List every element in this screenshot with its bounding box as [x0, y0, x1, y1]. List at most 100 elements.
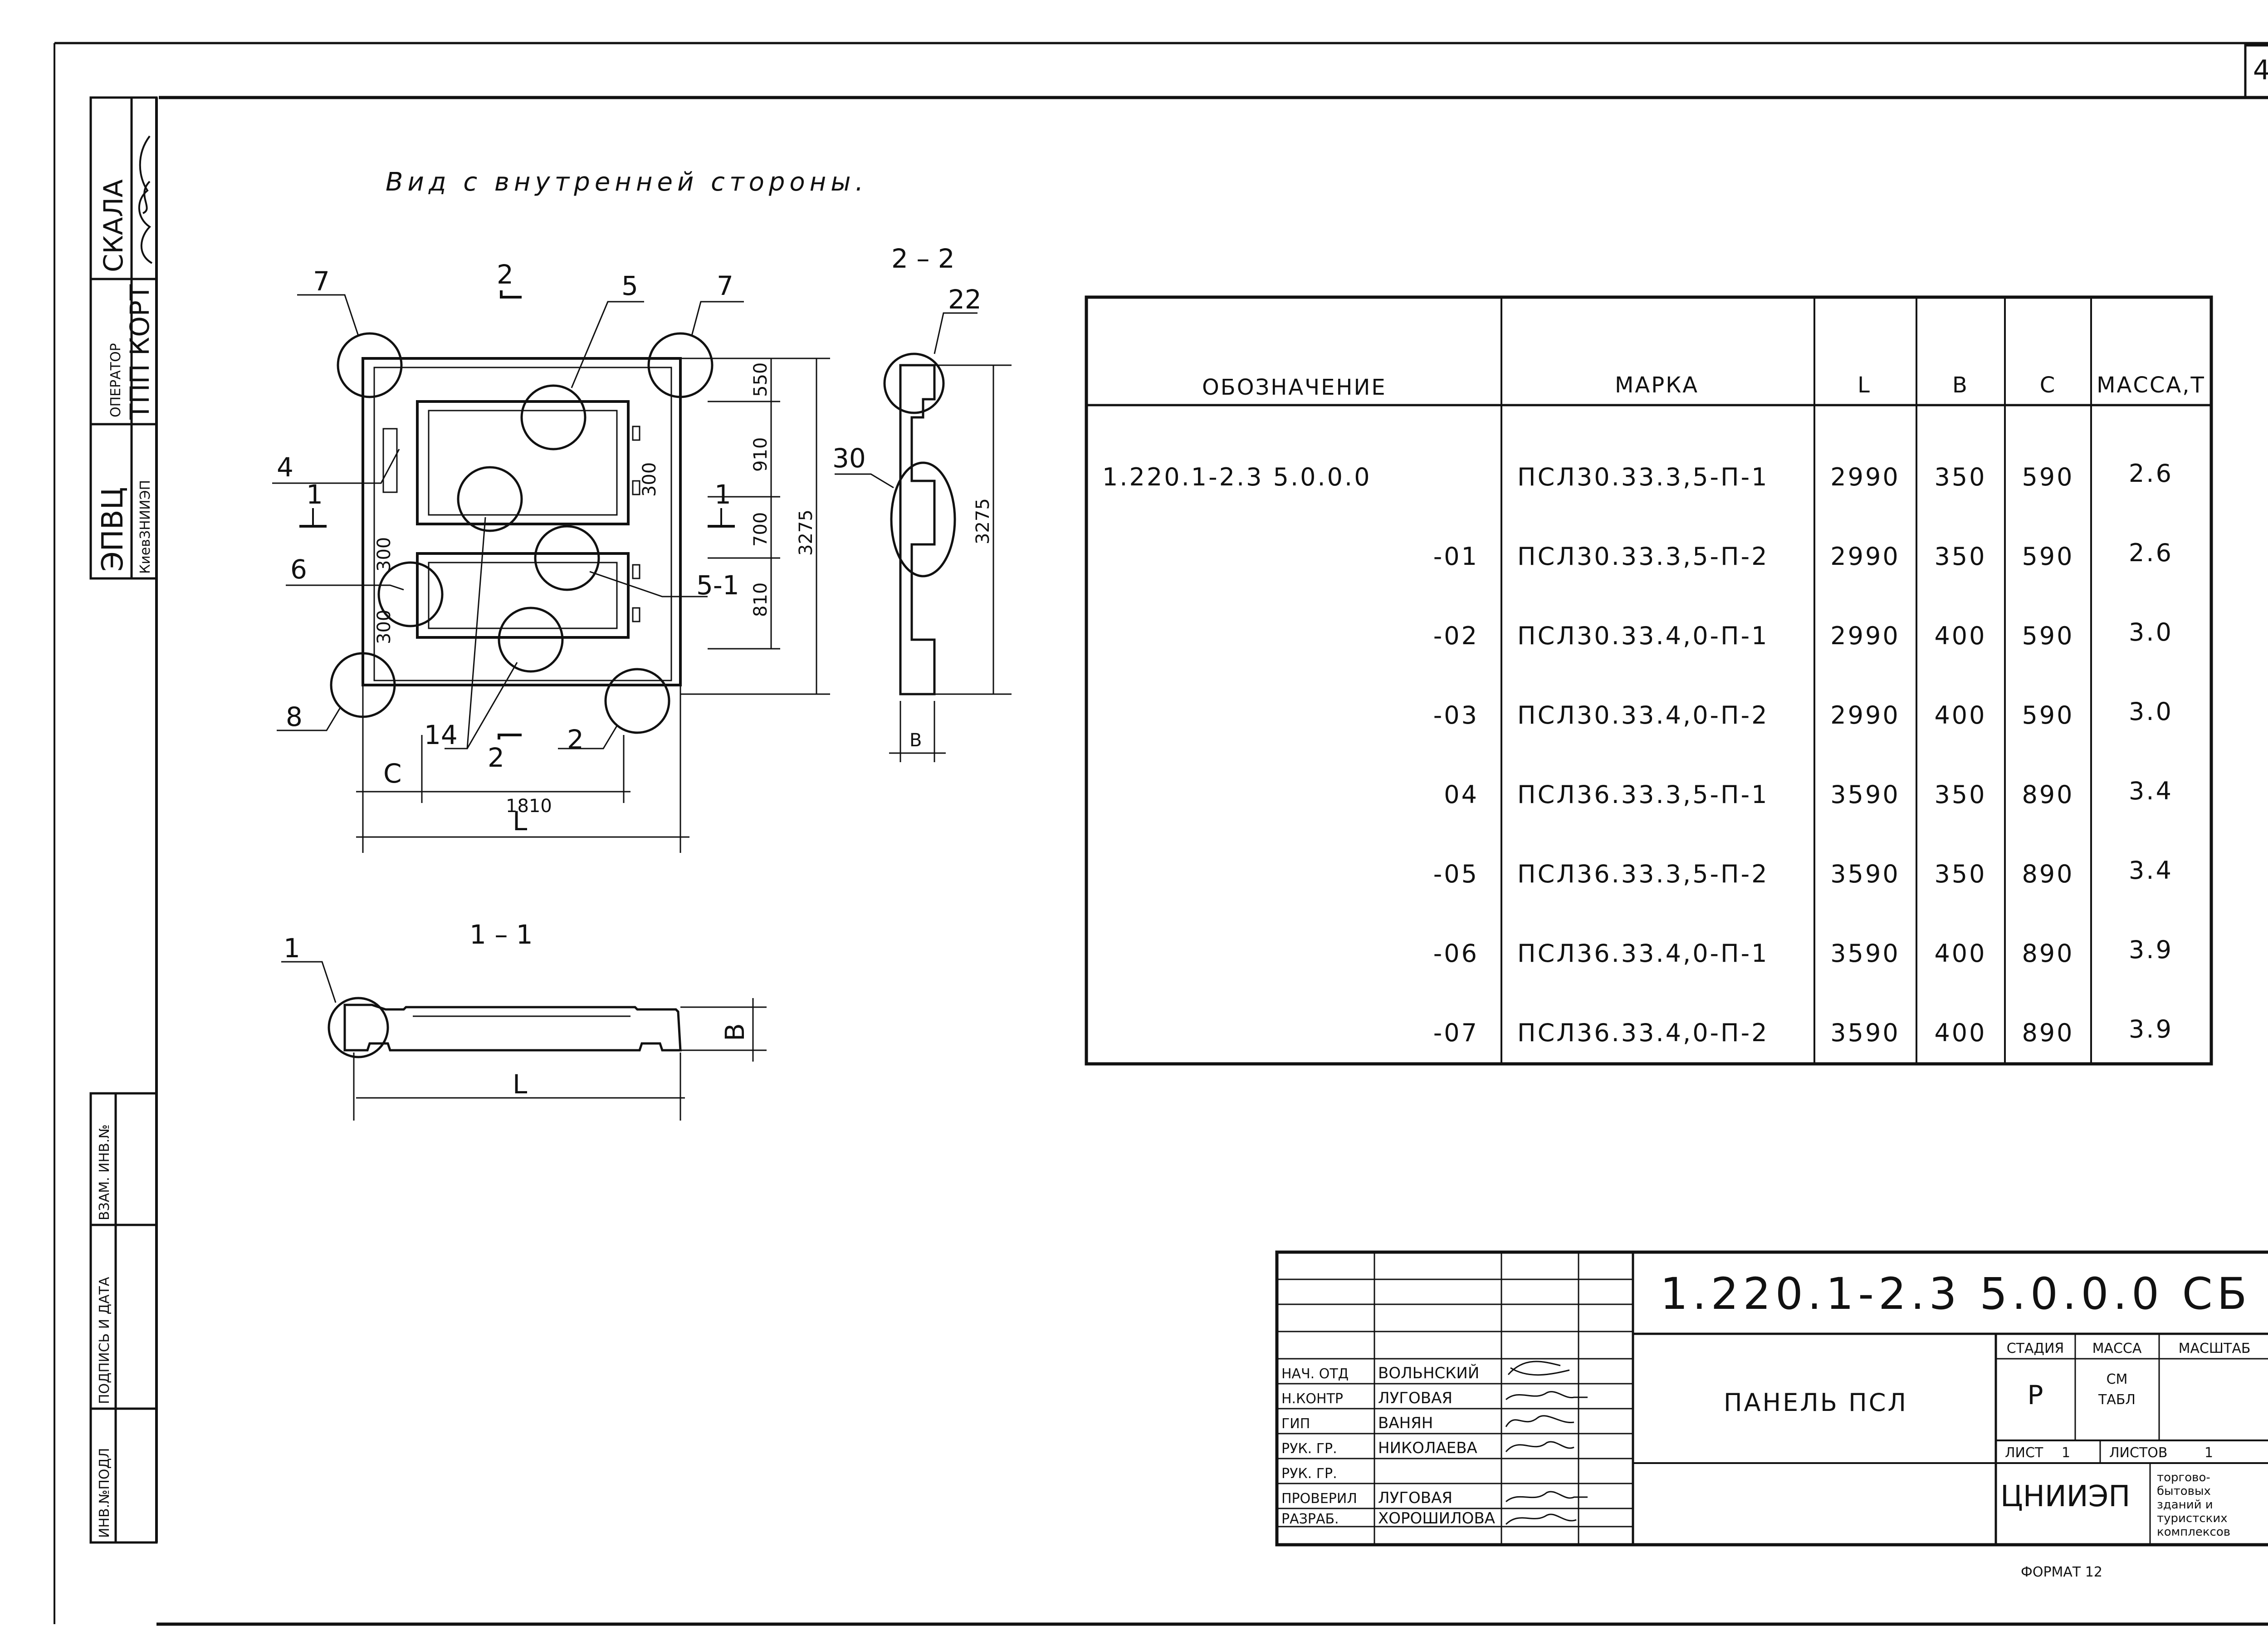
section-mark-1-left: 1: [306, 479, 323, 510]
cell-c: 890: [2022, 1018, 2074, 1047]
stamp-scan-label: СКАЛА: [98, 179, 129, 272]
callout-7a: 7: [313, 266, 330, 297]
cell-designation: -02: [1433, 622, 1479, 650]
dim-300a: 300: [639, 462, 660, 497]
org-sub-3: зданий и: [2157, 1498, 2213, 1512]
dim-3275: 3275: [796, 509, 816, 556]
cell-c: 590: [2022, 701, 2074, 730]
staff-name: ХОРОШИЛОВА: [1378, 1509, 1495, 1528]
mass-value-1: СМ: [2107, 1371, 2128, 1387]
sheets-value: 1: [2204, 1445, 2213, 1461]
callout-6: 6: [290, 554, 307, 585]
staff-name: ВАНЯН: [1378, 1414, 1433, 1432]
section-11-title: 1 – 1: [469, 919, 533, 950]
org-sub-5: комплексов: [2157, 1525, 2230, 1539]
cell-l: 2990: [1830, 701, 1900, 730]
cell-b: 400: [1934, 701, 1986, 730]
callout-1: 1: [284, 933, 300, 964]
section-11: [281, 961, 767, 1121]
cell-b: 400: [1934, 1018, 1986, 1047]
dim-1810: 1810: [506, 796, 552, 817]
stamp-inv-podl: ИНВ.№ПОДЛ: [97, 1448, 112, 1538]
cell-designation: -01: [1433, 542, 1479, 571]
cell-designation: -05: [1433, 860, 1479, 888]
cell-l: 2990: [1830, 542, 1900, 571]
table-row: -06 ПСЛ36.33.4,0-П-1 3590 400 890 3.9: [1433, 935, 2171, 968]
cell-c: 590: [2022, 622, 2074, 650]
cell-mark: ПСЛ30.33.3,5-П-1: [1517, 463, 1769, 491]
header-l: L: [1857, 372, 1871, 398]
cell-mass: 3.4: [2129, 777, 2173, 805]
section-22-dim-3275: 3275: [973, 498, 993, 544]
section-mark-2-top: 2: [497, 259, 513, 290]
callout-14: 14: [424, 720, 458, 750]
sheet-frame: [54, 42, 2268, 1626]
stage-value: Р: [2028, 1380, 2043, 1410]
cell-c: 890: [2022, 860, 2074, 888]
staff-role: РАЗРАБ.: [1281, 1511, 1339, 1527]
table-row: -03 ПСЛ30.33.4,0-П-2 2990 400 590 3.0: [1433, 697, 2173, 730]
cell-designation: 1.220.1-2.3 5.0.0.0: [1102, 463, 1372, 491]
cell-mark: ПСЛ36.33.3,5-П-1: [1517, 780, 1769, 809]
cell-mass: 3.0: [2129, 697, 2173, 726]
stamp-inv-zam: ВЗАМ. ИНВ.№: [97, 1124, 112, 1220]
stamp-signature: [138, 135, 153, 264]
dim-c: C: [383, 758, 402, 789]
page-number: 48: [2253, 54, 2268, 86]
cell-b: 400: [1934, 939, 1986, 968]
cell-b: 400: [1934, 622, 1986, 650]
header-c: C: [2040, 372, 2057, 398]
sheet-value: 1: [2062, 1445, 2070, 1461]
callout-5-1: 5-1: [696, 570, 739, 601]
staff-name: ВОЛЬНСКИЙ: [1378, 1364, 1479, 1382]
elevation-labels: 7 7 5 4 6 8 14 2 5-1 2 2 1 1 550 910 300…: [277, 259, 816, 837]
cell-mark: ПСЛ30.33.3,5-П-2: [1517, 542, 1769, 571]
section-11-dim-l: L: [513, 1069, 527, 1100]
cell-mass: 3.0: [2129, 618, 2173, 646]
cell-designation: 04: [1444, 780, 1479, 809]
cell-mass: 2.6: [2129, 459, 2173, 488]
staff-role: НАЧ. ОТД: [1281, 1366, 1349, 1382]
view-title: Вид с внутренней стороны.: [386, 167, 868, 197]
staff-role: ПРОВЕРИЛ: [1281, 1491, 1357, 1507]
cell-l: 3590: [1830, 939, 1900, 968]
cell-mark: ПСЛ36.33.4,0-П-1: [1517, 939, 1769, 968]
section-22-dim-b: B: [909, 730, 922, 751]
stamp-operator-value: ТПП КОРТ: [124, 284, 155, 420]
callout-4: 4: [277, 452, 293, 483]
callout-8: 8: [286, 701, 303, 732]
cell-l: 2990: [1830, 622, 1900, 650]
section-11-dim-b: B: [719, 1023, 750, 1041]
staff-role: ГИП: [1281, 1416, 1310, 1432]
stamp-evbc: ЭПВЦ: [96, 487, 130, 572]
dim-700: 700: [750, 512, 771, 547]
scale-label: МАСШТАБ: [2179, 1341, 2251, 1356]
cell-c: 890: [2022, 939, 2074, 968]
callout-22: 22: [948, 284, 982, 315]
format-label: ФОРМАТ 12: [2021, 1564, 2102, 1580]
cell-designation: -03: [1433, 701, 1479, 730]
cell-b: 350: [1934, 860, 1986, 888]
staff-role: РУК. ГР.: [1281, 1441, 1337, 1457]
panel-elevation: [272, 290, 830, 853]
table-row: -01 ПСЛ30.33.3,5-П-2 2990 350 590 2.6: [1433, 539, 2171, 571]
callout-2: 2: [567, 724, 584, 755]
table-row: 04 ПСЛ36.33.3,5-П-1 3590 350 890 3.4: [1444, 777, 2173, 809]
staff-name: ЛУГОВАЯ: [1378, 1489, 1452, 1507]
org-name: ЦНИИЭП: [2000, 1480, 2130, 1513]
cell-mark: ПСЛ30.33.4,0-П-2: [1517, 701, 1769, 730]
callout-30: 30: [832, 443, 866, 474]
sheet-label: ЛИСТ: [2005, 1445, 2043, 1461]
document-code: 1.220.1-2.3 5.0.0.0 СБ: [1660, 1268, 2252, 1319]
spec-table: ОБОЗНАЧЕНИЕ МАРКА L B C МАССА,Т 1.220.1-…: [1085, 295, 2213, 1066]
staff-name: ЛУГОВАЯ: [1378, 1389, 1452, 1407]
stamp-sign-date: ПОДПИСЬ И ДАТА: [97, 1277, 112, 1404]
stamp-kiev: КиевЗНИИЭП: [137, 480, 153, 574]
section-mark-2-bottom: 2: [488, 742, 504, 773]
cell-designation: -07: [1433, 1018, 1479, 1047]
cell-mass: 3.4: [2129, 856, 2173, 885]
stamp-operator-label: ОПЕРАТОР: [108, 343, 124, 417]
cell-b: 350: [1934, 463, 1986, 491]
cell-mark: ПСЛ36.33.3,5-П-2: [1517, 860, 1769, 888]
